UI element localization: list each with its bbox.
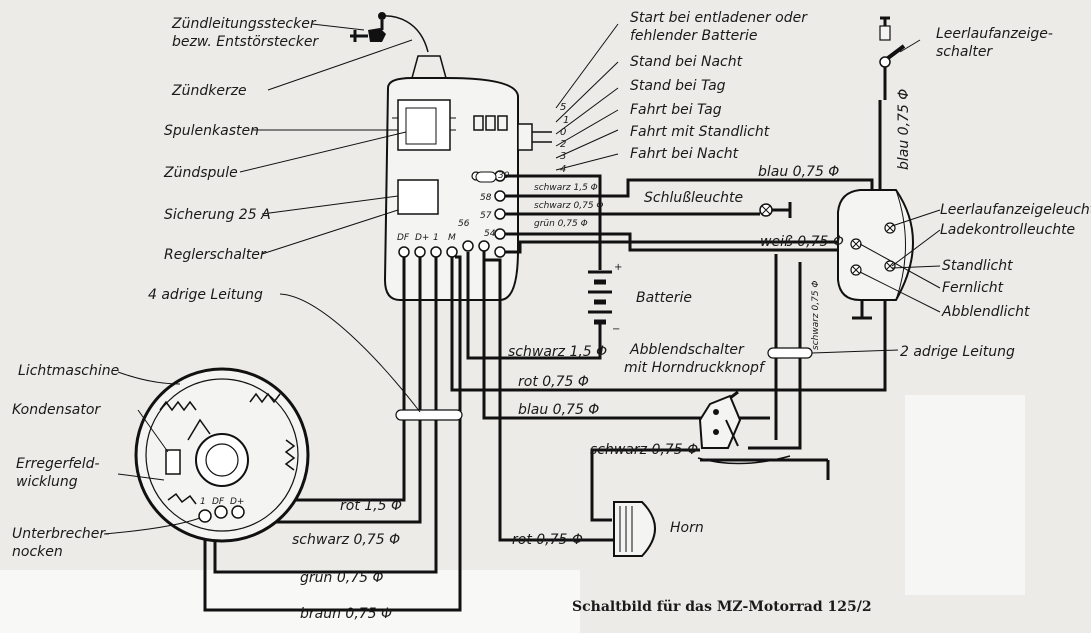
wire-rot-075-horn: rot 0,75 Φ xyxy=(512,532,583,548)
svg-text:−: − xyxy=(612,324,620,335)
label-entstoerstecker: bezw. Entstörstecker xyxy=(172,34,319,50)
svg-text:+: + xyxy=(614,262,622,273)
label-kondensator: Kondensator xyxy=(12,402,101,418)
label-spulenkasten: Spulenkasten xyxy=(164,123,259,139)
horn-symbol xyxy=(613,501,656,557)
label-4-adrige-leitung: 4 adrige Leitung xyxy=(148,287,263,303)
terminal-57: 57 xyxy=(480,211,492,221)
label-reglerschalter: Reglerschalter xyxy=(164,247,267,263)
switch-num-1: 1 xyxy=(563,115,569,126)
headlamp xyxy=(837,189,914,301)
label-wicklung: wicklung xyxy=(16,474,78,490)
label-abblendschalter: Abblendschalter xyxy=(629,342,745,358)
label-horndruckknopf: mit Horndruckknopf xyxy=(624,360,766,376)
gen-terminal-dplus: D+ xyxy=(230,497,244,507)
switch-pos-stand-nacht: Stand bei Nacht xyxy=(630,54,743,70)
regulator-terminals xyxy=(398,170,506,258)
label-ladekontrollleuchte: Ladekontrolleuchte xyxy=(940,222,1075,238)
label-erregerfeld: Erregerfeld- xyxy=(16,456,100,472)
wire-schwarz-15: schwarz 1,5 Φ xyxy=(508,344,607,360)
spark-plug-connector xyxy=(350,12,429,53)
label-schalter: schalter xyxy=(936,44,993,60)
switch-num-4: 4 xyxy=(560,164,566,175)
wire-schwarz-075-small: schwarz 0,75 Φ xyxy=(534,201,604,211)
switch-pos-fahrt-tag: Fahrt bei Tag xyxy=(630,102,722,118)
diagram-caption: Schaltbild für das MZ-Motorrad 125/2 xyxy=(572,599,872,615)
wire-schwarz-15-small: schwarz 1,5 Φ xyxy=(534,183,598,193)
paper-blank-area xyxy=(905,395,1025,595)
wire-schwarz-075-mid: schwarz 0,75 Φ xyxy=(590,442,698,458)
wire-gruen-075-small: grün 0,75 Φ xyxy=(534,219,588,229)
wire-blau-075-vertical: blau 0,75 Φ xyxy=(896,89,912,170)
wire-blau-075-top: blau 0,75 Φ xyxy=(758,164,839,180)
terminal-58: 58 xyxy=(480,193,492,203)
label-horn: Horn xyxy=(670,520,704,536)
wire-rot-075: rot 0,75 Φ xyxy=(518,374,589,390)
terminal-1: 1 xyxy=(433,233,439,243)
dimmer-switch-with-horn-button xyxy=(697,390,791,465)
wire-blau-075-mid: blau 0,75 Φ xyxy=(518,402,599,418)
gen-terminal-1: 1 xyxy=(200,497,206,507)
switch-pos-battery: fehlender Batterie xyxy=(630,28,758,44)
switch-num-0: 0 xyxy=(560,127,566,138)
neutral-indicator-switch xyxy=(879,16,906,100)
generator xyxy=(134,367,310,543)
label-standlicht: Standlicht xyxy=(942,258,1013,274)
cable-bundle-marker xyxy=(767,347,813,359)
label-zuendkerze: Zündkerze xyxy=(171,83,247,99)
label-sicherung: Sicherung 25 A xyxy=(164,207,271,223)
switch-pos-start: Start bei entladener oder xyxy=(630,10,808,26)
label-zuendspule: Zündspule xyxy=(163,165,238,181)
label-unterbrecher: Unterbrecher- xyxy=(12,526,109,542)
wire-weiss-075: weiß 0,75 Φ xyxy=(760,234,844,250)
label-leerlaufanzeigeleuchte: Leerlaufanzeigeleuchte xyxy=(940,202,1091,218)
cable-bundle-marker xyxy=(475,171,497,183)
terminal-54: 54 xyxy=(484,229,496,239)
label-batterie: Batterie xyxy=(636,290,692,306)
switch-num-3: 3 xyxy=(560,151,566,162)
paper-blank-area xyxy=(0,570,580,633)
label-layer: Zündleitungsstecker bezw. Entstörstecker… xyxy=(12,10,1091,622)
leader-lines xyxy=(103,23,941,535)
switch-num-2: 2 xyxy=(560,139,566,150)
label-lichtmaschine: Lichtmaschine xyxy=(18,363,119,379)
label-leerlaufanzeige: Leerlaufanzeige- xyxy=(936,26,1053,42)
switch-pos-fahrt-nacht: Fahrt bei Nacht xyxy=(630,146,739,162)
cable-bundle-marker xyxy=(395,409,463,421)
wire-gruen-075: grün 0,75 Φ xyxy=(300,570,383,586)
terminal-df: DF xyxy=(397,233,410,243)
wire-schwarz-075-gen: schwarz 0,75 Φ xyxy=(292,532,400,548)
label-abblendlicht: Abblendlicht xyxy=(941,304,1030,320)
wire-rot-15: rot 1,5 Φ xyxy=(340,498,402,514)
switch-pos-stand-tag: Stand bei Tag xyxy=(630,78,726,94)
switch-pos-fahrt-standlicht: Fahrt mit Standlicht xyxy=(630,124,770,140)
terminal-dplus: D+ xyxy=(415,233,429,243)
battery-symbol: + − xyxy=(588,262,622,335)
terminal-56: 56 xyxy=(458,219,470,229)
label-schlussleuchte: Schlußleuchte xyxy=(644,190,743,206)
label-2-adrige-leitung: 2 adrige Leitung xyxy=(900,344,1015,360)
wire-schwarz-075-vertical: schwarz 0,75 Φ xyxy=(811,281,821,351)
label-fernlicht: Fernlicht xyxy=(942,280,1004,296)
terminal-m: M xyxy=(448,233,456,243)
label-zuendleitungsstecker: Zündleitungsstecker xyxy=(171,16,317,32)
switch-num-5: 5 xyxy=(560,102,566,113)
terminal-30: 30 xyxy=(498,171,510,181)
label-nocken: nocken xyxy=(12,544,63,560)
gen-terminal-df: DF xyxy=(212,497,225,507)
wire-braun-075: braun 0,75 Φ xyxy=(300,606,392,622)
tail-lamp-symbol xyxy=(759,202,792,218)
